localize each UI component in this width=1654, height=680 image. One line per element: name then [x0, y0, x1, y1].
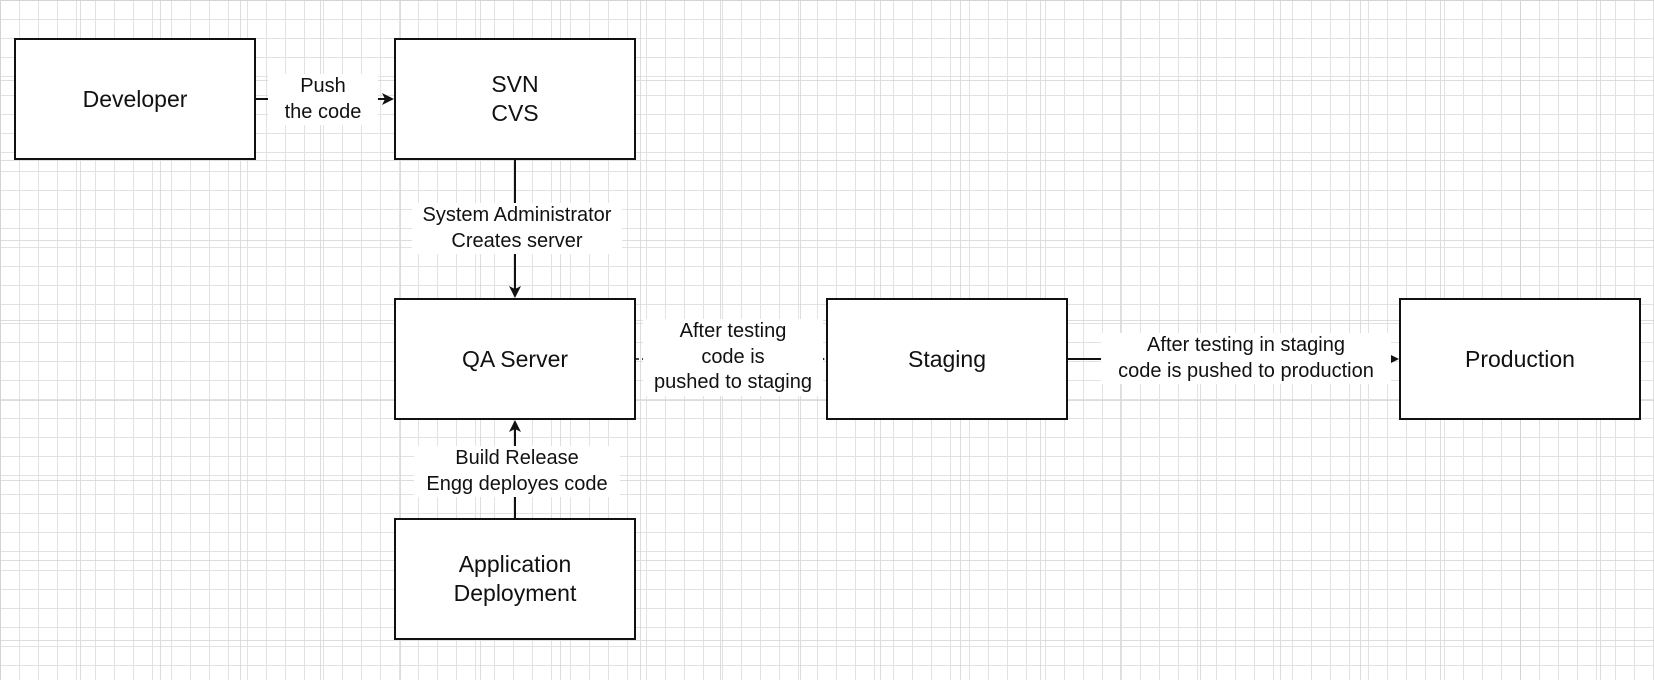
edge-label-build-release: Build Release Engg deployes code	[414, 446, 620, 498]
node-svn-cvs-label: SVN CVS	[491, 71, 539, 126]
node-staging[interactable]: Staging	[826, 298, 1068, 420]
edge-label-sysadmin-creates: System Administrator Creates server	[412, 203, 622, 255]
node-qa-server-label: QA Server	[461, 345, 569, 372]
node-developer[interactable]: Developer	[14, 38, 256, 160]
node-production-label: Production	[1465, 345, 1575, 372]
node-application-deployment[interactable]: Application Deployment	[394, 518, 636, 640]
node-application-deployment-label: Application Deployment	[453, 551, 577, 606]
node-developer-label: Developer	[82, 85, 188, 112]
edge-label-push-code: Push the code	[268, 74, 378, 126]
edge-label-qa-to-staging: After testing code is pushed to staging	[643, 319, 823, 396]
node-staging-label: Staging	[907, 345, 986, 372]
node-production[interactable]: Production	[1399, 298, 1641, 420]
node-svn-cvs[interactable]: SVN CVS	[394, 38, 636, 160]
edge-label-staging-to-production: After testing in staging code is pushed …	[1101, 333, 1391, 385]
node-qa-server[interactable]: QA Server	[394, 298, 636, 420]
